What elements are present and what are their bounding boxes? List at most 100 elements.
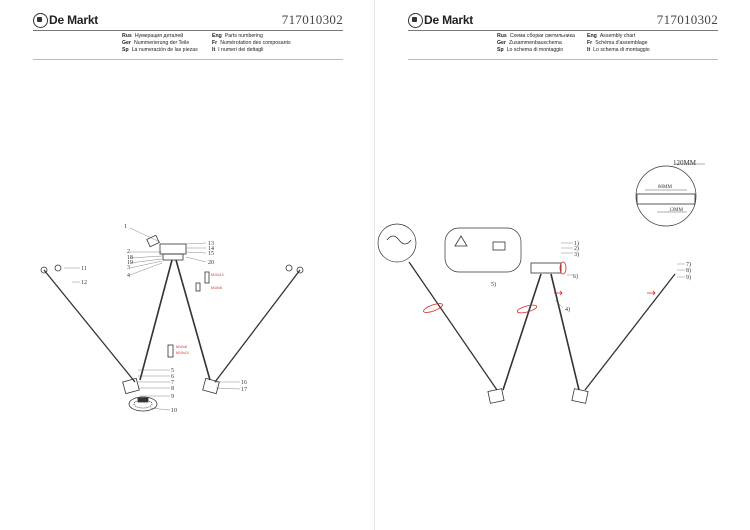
- lang-code: Rus: [497, 33, 507, 39]
- heading-text: Schéma d'assemblage: [595, 40, 648, 46]
- rotation-marker-left: [423, 303, 443, 313]
- brand-logo: De Markt: [33, 11, 98, 29]
- screw-c: [195, 282, 201, 292]
- step-2-label: 2): [574, 245, 579, 252]
- warning-icon: [454, 235, 468, 247]
- lang-code: Fr: [212, 40, 218, 46]
- joint-left-screw: [54, 264, 62, 272]
- part-13-label: 13: [208, 241, 214, 247]
- heading-text: Parts numbering: [224, 33, 263, 39]
- arm-outer-left: [408, 261, 498, 391]
- part-9-label: 9: [171, 394, 174, 400]
- part-18-label: 18: [127, 255, 133, 261]
- arm-outer-right: [584, 273, 676, 391]
- wiring-detail: [444, 227, 522, 273]
- arm-right-center: [550, 273, 580, 391]
- part-5-label: 5: [171, 368, 174, 374]
- step-7-label: 7): [686, 261, 691, 268]
- canopy-part: [159, 243, 187, 255]
- header-subrule: [408, 59, 718, 60]
- arm-left-center: [502, 273, 542, 391]
- heading-text: Nummerierung der Teile: [133, 40, 190, 46]
- terminal-block: [492, 241, 506, 251]
- step-9-label: 9): [686, 274, 691, 281]
- step-1-label: 1): [574, 240, 579, 247]
- lamp-head-left: [487, 388, 505, 404]
- height-label: 13MM: [669, 208, 683, 213]
- assembly-drawing: 120MM 80MM 13MM 1) 2) 3) 4) 5) 6) 7) 8) …: [377, 159, 705, 404]
- lang-code: It: [587, 47, 591, 53]
- step-4-label: 4): [565, 306, 570, 313]
- arm-outer-right: [214, 269, 301, 383]
- page-divider: [374, 0, 375, 530]
- step-6-label: 6): [573, 273, 578, 280]
- heading-text: Схема сборки светильника: [509, 33, 575, 39]
- heading-text: Numérotation des composants: [220, 40, 291, 46]
- exploded-parts-drawing: 1 2 3 4 5 6 7 8 9 10 11 12 13 14 15 16 1…: [40, 224, 304, 414]
- lamp-pins: [137, 397, 149, 403]
- screw-spec-label: M10x12: [211, 273, 224, 277]
- bulb-detail-circle: [377, 223, 417, 263]
- lamp-head-left: [122, 377, 140, 395]
- part-1-label: 1: [124, 224, 127, 230]
- arrow-right-icon: [554, 290, 563, 296]
- part-4-label: 4: [127, 273, 130, 279]
- screw-spec-label: M10x8: [176, 345, 187, 349]
- heading-text: I numeri dei dettagli: [218, 47, 264, 53]
- joint-right: [296, 266, 304, 274]
- lang-code: Eng: [212, 33, 222, 39]
- article-code: 717010302: [656, 12, 718, 27]
- heading-text: Нумерация деталей: [134, 33, 184, 39]
- part-10-label: 10: [171, 408, 177, 414]
- brand-name: De Markt: [49, 13, 99, 27]
- part-6-label: 6: [171, 374, 174, 380]
- part-2-label: 2: [127, 249, 130, 255]
- part-16-label: 16: [241, 380, 247, 386]
- mount-bracket: [146, 234, 160, 248]
- header-rule: [408, 30, 718, 31]
- screw-spec-label: M10x10: [176, 351, 189, 355]
- lang-code: Ger: [497, 40, 506, 46]
- lamp-head-right: [571, 388, 589, 404]
- header-subrule: [33, 59, 343, 60]
- logo-icon: [33, 12, 48, 28]
- lang-code: Rus: [122, 33, 132, 39]
- header-rule: [33, 30, 343, 31]
- screw-b: [167, 344, 174, 358]
- heading-text: Lo schema di montaggio: [593, 47, 650, 53]
- part-17-label: 17: [241, 387, 247, 393]
- part-14-label: 14: [208, 246, 214, 252]
- lang-code: Fr: [587, 40, 593, 46]
- logo-icon: [408, 12, 423, 28]
- canopy-part: [530, 262, 562, 274]
- lamp-head-right: [202, 377, 220, 395]
- part-12-label: 12: [81, 280, 87, 286]
- rotation-marker-top: [559, 261, 567, 275]
- part-8-label: 8: [171, 386, 174, 392]
- mount-bar: [636, 193, 696, 205]
- step-8-label: 8): [686, 267, 691, 274]
- part-19-label: 19: [127, 260, 133, 266]
- arm-right-center: [175, 259, 211, 381]
- article-code: 717010302: [281, 12, 343, 27]
- canopy-base: [162, 253, 184, 261]
- lamp-bulb-inner: [133, 399, 153, 409]
- joint-right-screw: [285, 264, 293, 272]
- screw-spec-label: M10x8: [211, 286, 222, 290]
- heading-text: Assembly chart: [599, 33, 636, 39]
- part-20-label: 20: [208, 260, 214, 266]
- rotation-marker-center: [516, 304, 538, 314]
- lang-code: It: [212, 47, 216, 53]
- lang-code: Sp: [122, 47, 129, 53]
- brand-name: De Markt: [424, 13, 474, 27]
- diameter-label: 120MM: [673, 159, 697, 167]
- width-label: 80MM: [658, 185, 672, 190]
- brand-logo: De Markt: [408, 11, 473, 29]
- joint-left: [40, 266, 48, 274]
- lang-code: Ger: [122, 40, 131, 46]
- part-3-label: 3: [127, 265, 130, 271]
